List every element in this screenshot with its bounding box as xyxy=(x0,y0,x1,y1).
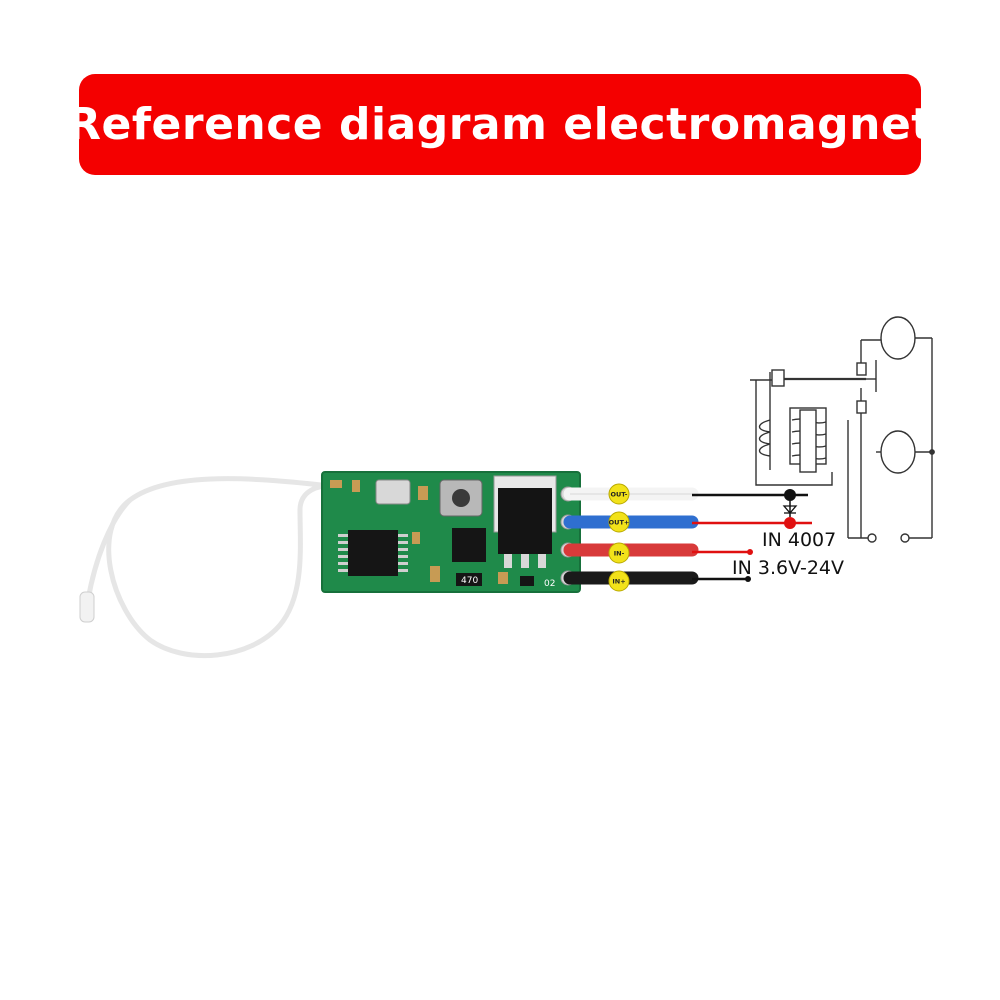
ic-chip xyxy=(348,530,398,576)
junction-minus xyxy=(784,489,796,501)
svg-text:OUT-: OUT- xyxy=(611,491,628,499)
diode-symbol xyxy=(782,501,798,517)
svg-text:IN-: IN- xyxy=(614,550,625,558)
title-banner: Reference diagram electromagnet xyxy=(67,74,932,175)
antenna-tip xyxy=(79,591,95,623)
schematic-leads xyxy=(692,489,812,582)
resistor xyxy=(456,573,482,586)
board-mark: 02 xyxy=(544,579,555,589)
receiver-module: 470 02 xyxy=(321,471,581,593)
wire-bundle: OUT- OUT+ IN- IN+ xyxy=(563,483,699,592)
junction-plus xyxy=(784,517,796,529)
diode-label: IN 4007 xyxy=(762,529,836,551)
tag-in-plus: IN+ xyxy=(608,570,630,592)
tag-out-minus: OUT- xyxy=(608,483,630,505)
svg-text:IN+: IN+ xyxy=(612,578,625,586)
diagram-title: Reference diagram electromagnet xyxy=(67,99,933,150)
crystal-oscillator xyxy=(375,479,411,505)
tag-out-plus: OUT+ xyxy=(608,511,630,533)
antenna-wire xyxy=(79,476,331,659)
transistor xyxy=(452,528,486,562)
resistor-code: 470 xyxy=(461,576,478,586)
electromagnet-relay xyxy=(750,316,935,543)
tag-in-minus: IN- xyxy=(608,542,630,564)
svg-text:OUT+: OUT+ xyxy=(609,519,630,527)
mosfet xyxy=(498,488,552,554)
input-voltage-label: IN 3.6V-24V xyxy=(732,557,844,579)
